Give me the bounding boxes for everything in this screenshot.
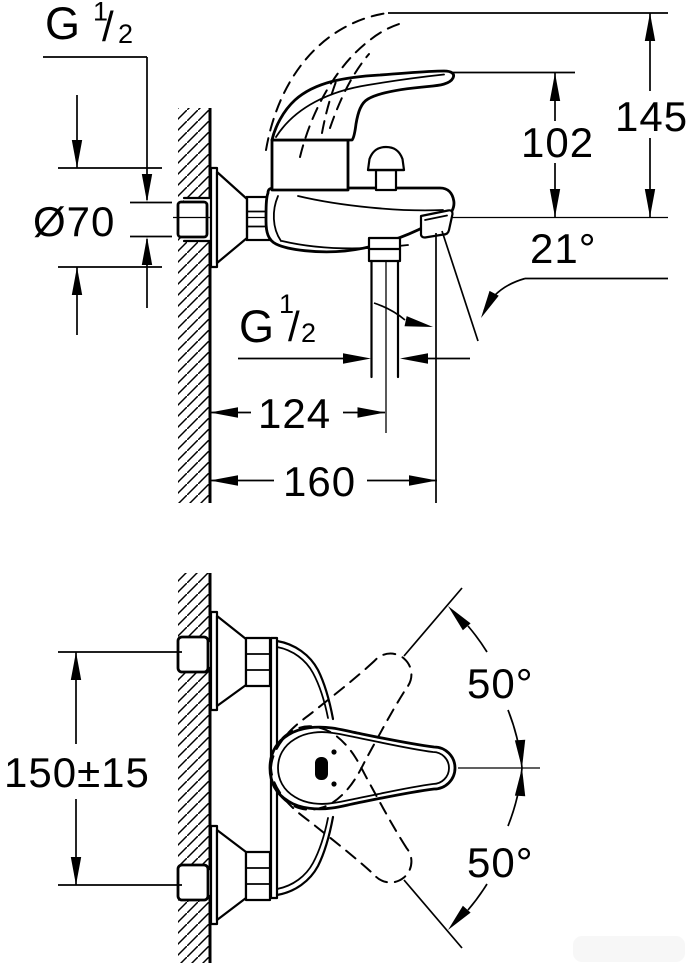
arrow-right bbox=[343, 353, 371, 364]
arrow-up bbox=[141, 237, 153, 265]
svg-text:/: / bbox=[288, 303, 301, 350]
label-connection-spacing: 150±15 bbox=[4, 749, 150, 796]
arrow-right bbox=[409, 475, 437, 486]
swing-ray-up bbox=[403, 587, 463, 657]
label-spout-angle: 21° bbox=[530, 225, 597, 272]
spout-inner-line-top bbox=[297, 195, 444, 212]
label-wall-thread-letter: G bbox=[45, 0, 80, 49]
escutcheon-cone bbox=[215, 170, 249, 265]
square-fitting bbox=[176, 200, 209, 239]
in-wall-fitting bbox=[176, 196, 214, 243]
arrow-up bbox=[549, 73, 561, 101]
escutcheon bbox=[209, 166, 249, 269]
square-fitting bbox=[176, 635, 210, 674]
arrow-down bbox=[644, 189, 656, 217]
label-flange-diameter: Ø70 bbox=[33, 198, 115, 245]
label-overall-height: 145 bbox=[615, 93, 688, 140]
dim-flange-diameter: Ø70 bbox=[33, 95, 162, 335]
indicator-dot-bottom bbox=[331, 781, 337, 787]
lever-top-dashed-down bbox=[269, 725, 413, 884]
svg-text:1: 1 bbox=[93, 0, 108, 27]
label-shower-reach: 124 bbox=[258, 390, 331, 437]
arrow-center-from-below bbox=[514, 768, 526, 797]
arrow-up bbox=[71, 267, 83, 295]
arrow-swing-down bbox=[448, 905, 471, 930]
label-shower-thread-letter: G bbox=[239, 301, 274, 352]
svg-text:/: / bbox=[102, 3, 115, 50]
aerator-angle-ray bbox=[441, 230, 479, 342]
dim-overall-reach: 160 bbox=[210, 458, 437, 505]
arrow-swing-up bbox=[448, 606, 471, 631]
arrow-up bbox=[70, 652, 82, 680]
dim-handle-height: 102 bbox=[452, 71, 594, 217]
escutcheon-cone bbox=[215, 828, 248, 922]
indicator-dot-top bbox=[331, 749, 337, 755]
lever-handle-raised-dashed bbox=[265, 12, 400, 158]
dim-wall-thread: G 1 / 2 bbox=[43, 0, 172, 308]
lever-crease-line bbox=[275, 73, 445, 138]
side-view: G 1 / 2 Ø70 102 bbox=[33, 0, 688, 505]
square-fitting bbox=[176, 863, 210, 902]
spout-aerator bbox=[419, 209, 454, 239]
dim-shower-thread: G 1 / 2 bbox=[238, 289, 470, 364]
arrow-left bbox=[210, 407, 238, 418]
arrow-down bbox=[70, 857, 82, 885]
arrow-down bbox=[141, 174, 153, 202]
diverter-knob bbox=[366, 145, 406, 192]
swing-ray-down bbox=[403, 879, 463, 949]
arrow-angle bbox=[481, 290, 499, 318]
label-overall-reach: 160 bbox=[283, 458, 356, 505]
svg-text:2: 2 bbox=[118, 19, 133, 49]
svg-text:1: 1 bbox=[279, 289, 294, 319]
wall-hatching bbox=[178, 573, 210, 963]
watermark bbox=[573, 936, 685, 962]
front-view: 50° 50° 150±15 bbox=[4, 573, 540, 963]
lever-top-dashed-up bbox=[269, 652, 413, 811]
arrow-leader bbox=[404, 316, 433, 327]
label-handle-height: 102 bbox=[521, 119, 594, 166]
label-swing-down: 50° bbox=[467, 839, 534, 886]
cartridge-housing bbox=[270, 138, 350, 192]
dim-connection-spacing: 150±15 bbox=[4, 651, 182, 886]
dim-spout-angle: 21° bbox=[481, 225, 668, 318]
wall-hatching bbox=[178, 108, 210, 503]
dim-shower-reach: 124 bbox=[210, 390, 386, 437]
arrow-center-from-above bbox=[514, 739, 526, 768]
lever-top-inner-line bbox=[277, 731, 450, 805]
upper-union bbox=[176, 610, 272, 712]
union-nut bbox=[244, 850, 272, 902]
label-swing-up: 50° bbox=[467, 660, 534, 707]
lever-handle bbox=[270, 69, 455, 142]
indicator-badge bbox=[315, 757, 328, 780]
arrow-down bbox=[71, 140, 83, 168]
arrow-down bbox=[549, 189, 561, 217]
svg-text:2: 2 bbox=[301, 318, 316, 348]
arrow-left bbox=[210, 475, 238, 486]
dim-swing-angles: 50° 50° bbox=[403, 587, 534, 949]
union-nut bbox=[244, 636, 272, 688]
escutcheon-cone bbox=[215, 614, 248, 708]
dim-overall-height: 145 bbox=[388, 12, 688, 217]
arrow-right bbox=[357, 407, 386, 418]
arrow-left bbox=[400, 353, 428, 364]
shower-hose-connection bbox=[367, 236, 402, 433]
spout-inner-line-left bbox=[272, 195, 282, 242]
arrow-up bbox=[644, 13, 656, 41]
